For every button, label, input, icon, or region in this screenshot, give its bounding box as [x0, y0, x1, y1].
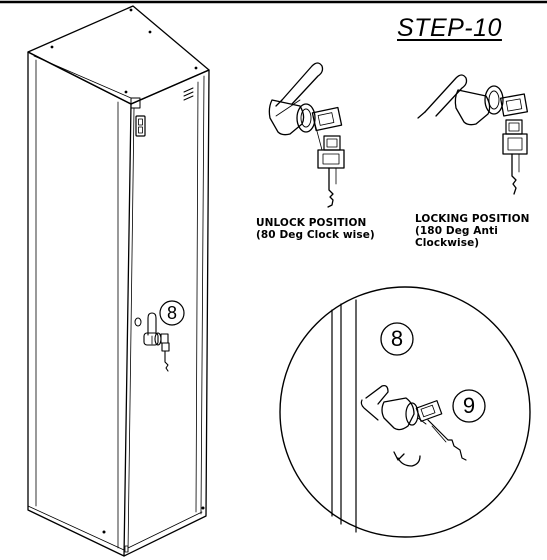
lock-cylinder-body — [454, 89, 491, 126]
detail-key-blade — [427, 419, 467, 461]
lock-cam — [275, 99, 301, 117]
detail-lock-handle — [365, 384, 389, 405]
locker-top-screw — [124, 90, 128, 94]
lock-cylinder-body — [268, 99, 305, 136]
callout-circle-8-detail — [380, 322, 414, 356]
locker-cabinet — [27, 5, 210, 557]
locker-front-frame — [123, 69, 210, 557]
locker-lock-hole — [134, 317, 142, 327]
locker-door-screw — [201, 506, 205, 510]
locker-top-screw — [50, 45, 54, 49]
callout-number-8-detail: 8 — [390, 326, 404, 351]
locker-plinth — [27, 505, 125, 551]
lock-handle — [281, 62, 324, 105]
key-blade — [327, 167, 334, 208]
lock-face — [484, 85, 504, 115]
locker-card-holder — [135, 115, 146, 137]
lock-handle — [424, 74, 468, 117]
locker-door-edge — [127, 107, 135, 553]
key-head — [499, 93, 529, 117]
lock-unlock-position — [268, 62, 345, 208]
locker-side-panel — [27, 51, 132, 557]
callout-number-8-door: 8 — [166, 303, 177, 323]
step-title: STEP-10 — [397, 14, 502, 42]
callout-circle-8-door — [159, 300, 185, 326]
lock-face — [296, 103, 316, 133]
callout-number-9-detail: 9 — [462, 393, 476, 418]
locker-door-lock — [143, 312, 170, 372]
callout-circle-9-detail — [452, 389, 486, 423]
key-head-lower — [323, 135, 341, 151]
locker-top-screw — [129, 8, 133, 12]
rotation-arrow — [397, 455, 421, 467]
detail-lock-body — [381, 397, 415, 431]
locking-position-caption: LOCKING POSITION (180 Deg Anti Clockwise… — [415, 213, 530, 249]
key-blade — [511, 153, 517, 195]
detail-key-head — [415, 400, 443, 422]
locker-top-screw — [148, 30, 152, 34]
lock-locking-position — [417, 74, 529, 195]
locker-door-edge — [195, 81, 199, 513]
locker-top-screw — [194, 66, 198, 70]
locker-plinth-screw — [102, 530, 106, 534]
locker-door-bottom — [127, 511, 203, 549]
locker-vent-louvres — [183, 87, 194, 101]
locker-door-edge — [200, 75, 205, 515]
key-head — [311, 106, 343, 132]
detail-circle — [279, 286, 531, 538]
locker-top-face — [27, 5, 210, 105]
detail-view — [279, 286, 531, 538]
locker-foot — [124, 545, 129, 553]
locker-hinge — [130, 97, 141, 109]
unlock-position-caption: UNLOCK POSITION (80 Deg Clock wise) — [256, 217, 375, 241]
